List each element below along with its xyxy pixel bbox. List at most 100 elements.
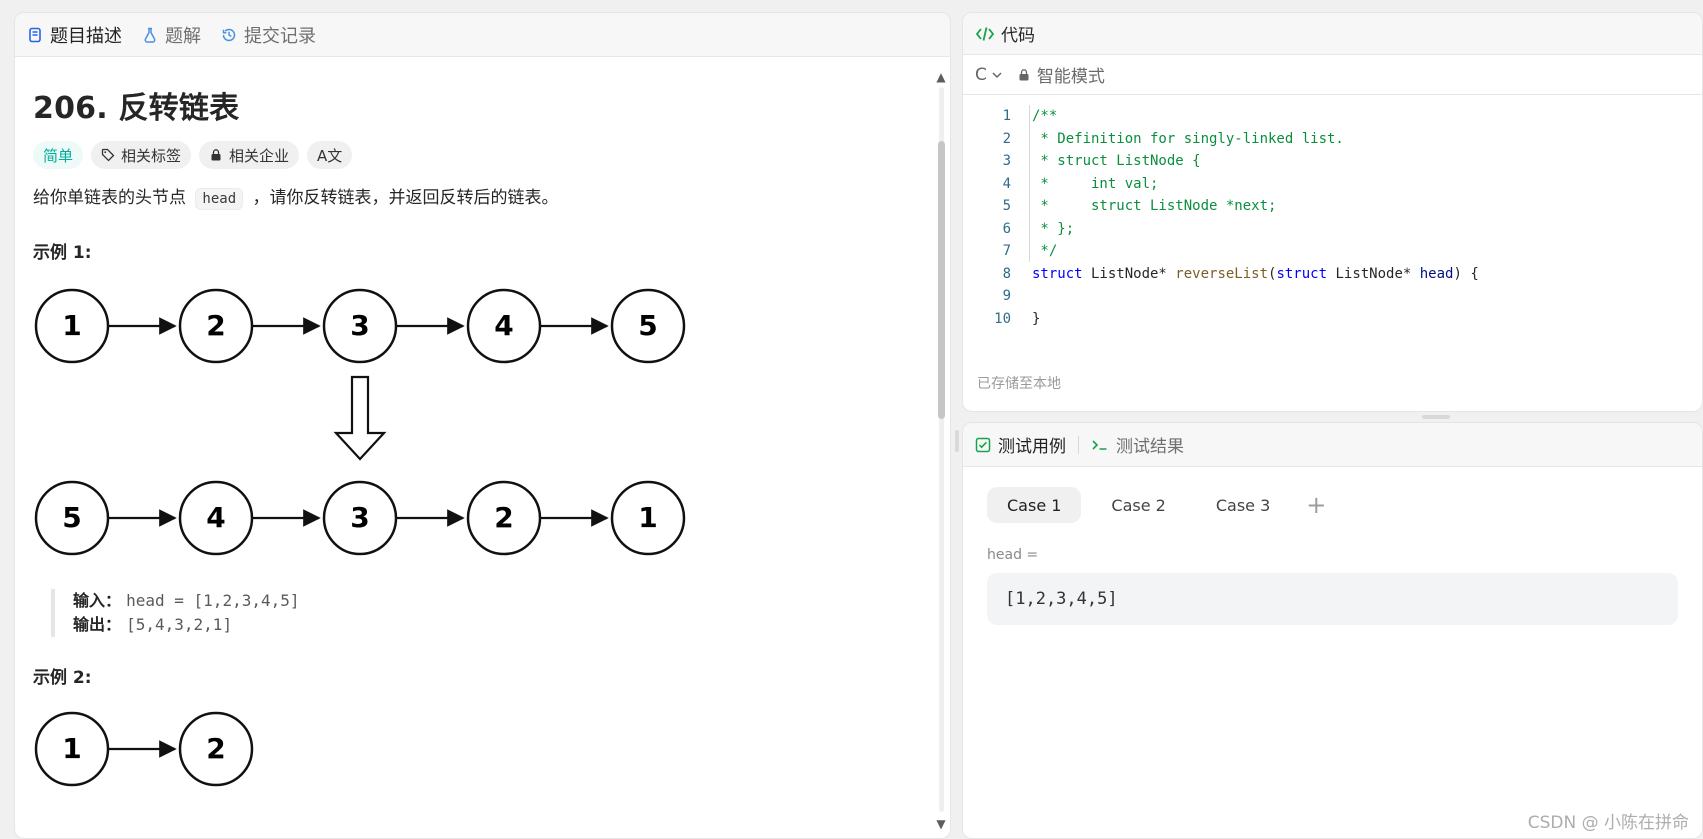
terminal-icon [1091,437,1109,453]
diagram-node-label: 2 [206,732,225,765]
problem-title: 206. 反转链表 [33,91,240,126]
scroll-up-icon[interactable]: ▲ [936,70,946,84]
problem-description: 给你单链表的头节点 head ，请你反转链表，并返回反转后的链表。 [33,185,932,212]
tab-description-label: 题目描述 [50,25,122,47]
diagram-bottom-row: 5 4 3 2 1 [34,480,686,556]
diagram-node-label: 2 [494,501,513,534]
code-line: * struct ListNode { [1032,153,1201,169]
param-value: [1,2,3,4,5] [1005,589,1118,609]
line-number: 10 [994,310,1011,327]
case-tab-2[interactable]: Case 2 [1091,487,1185,523]
example-1-diagram: 1 2 3 4 5 5 [34,288,686,556]
diagram-node-label: 1 [62,732,81,765]
code-lines: /** * Definition for singly-linked list.… [1032,105,1702,330]
scroll-down-icon[interactable]: ▼ [936,817,946,831]
difficulty-label: 简单 [43,146,74,165]
tests-header: 测试用例 测试结果 [963,423,1702,467]
diagram-node-label: 1 [62,309,81,342]
case-tab-label: Case 3 [1215,495,1271,515]
scroll-track[interactable] [939,87,944,812]
tab-submissions-label: 提交记录 [244,25,316,47]
code-line: /** [1032,108,1058,124]
input-value: head = [1,2,3,4,5] [126,591,300,611]
difficulty-chip[interactable]: 简单 [33,141,84,169]
problem-scrollbar[interactable]: ▲ ▼ [932,57,950,838]
param-input[interactable]: [1,2,3,4,5] [987,573,1678,625]
tab-test-results[interactable]: 测试结果 [1091,432,1184,457]
document-icon [27,27,43,43]
description-suffix: ，请你反转链表，并返回反转后的链表。 [252,188,559,208]
diagram-node-label: 1 [638,501,657,534]
diagram-node-label: 5 [638,309,657,342]
translate-chip[interactable]: A文 [307,141,353,169]
diagram-top-row: 1 2 3 4 5 [34,288,686,364]
code-panel: 代码 C 智能模式 1 2 3 4 5 6 [962,12,1703,412]
line-number-gutter: 1 2 3 4 5 6 7 8 9 10 [963,105,1011,330]
tab-description[interactable]: 题目描述 [27,22,122,48]
description-inline-code: head [195,188,244,210]
case-tab-1[interactable]: Case 1 [987,487,1082,523]
line-number: 4 [1002,175,1011,192]
code-line: */ [1032,243,1058,259]
output-value: [5,4,3,2,1] [126,615,233,635]
code-line: struct ListNode* reverseList(struct List… [1032,265,1479,282]
tab-solutions-label: 题解 [165,25,201,47]
indent-guide [1029,105,1041,262]
line-number: 6 [1002,220,1011,237]
line-number: 2 [1002,130,1011,147]
diagram-node [610,480,686,556]
code-icon [975,26,995,42]
scroll-thumb[interactable] [938,141,945,419]
description-prefix: 给你单链表的头节点 [33,188,186,208]
tag-icon [101,148,115,162]
example-1-title: 示例 1: [33,243,92,264]
language-select[interactable]: C [975,65,1003,85]
code-line: * struct ListNode *next; [1032,198,1277,214]
tab-test-cases[interactable]: 测试用例 [975,432,1066,457]
example-2-title: 示例 2: [33,668,92,689]
flask-icon [142,27,158,43]
diagram-node-label: 3 [350,501,369,534]
line-number: 8 [1002,265,1011,282]
smart-mode-toggle[interactable]: 智能模式 [1017,62,1105,87]
chevron-down-icon [991,69,1003,81]
tests-panel: 测试用例 测试结果 Case 1 Case 2 Case 3 [962,422,1703,839]
code-line: * int val; [1032,175,1159,192]
case-tab-3[interactable]: Case 3 [1196,487,1290,523]
diagram-node-label: 3 [350,309,369,342]
line-number: 5 [1002,198,1011,214]
test-results-label: 测试结果 [1116,437,1184,457]
param-label: head = [987,547,1039,563]
vertical-splitter[interactable] [955,430,959,452]
line-number: 1 [1002,108,1011,124]
lock-icon [1017,68,1031,82]
language-value: C [975,64,987,85]
code-line: * Definition for singly-linked list. [1032,130,1344,147]
tags-label: 相关标签 [121,146,182,165]
saved-status: 已存储至本地 [977,376,1061,392]
output-label: 输出： [73,615,122,635]
code-header: 代码 [963,13,1702,55]
case-tab-label: Case 1 [1007,495,1062,515]
code-editor[interactable]: 1 2 3 4 5 6 7 8 9 10 /** * Definition fo… [963,95,1702,359]
code-line: } [1032,310,1041,327]
problem-chips: 简单 相关标签 相关企业 A文 [33,141,932,169]
tab-submissions[interactable]: 提交记录 [221,22,316,48]
example-2-diagram: 1 2 [34,711,254,787]
add-case-button[interactable]: + [1306,491,1327,519]
code-title: 代码 [1001,26,1035,46]
problem-content: 206. 反转链表 简单 相关标签 相关企业 [15,57,950,838]
diagram-down-arrow [333,376,387,461]
checkbox-icon [975,437,991,453]
tab-solutions[interactable]: 题解 [142,22,201,48]
companies-chip[interactable]: 相关企业 [199,141,300,169]
tags-chip[interactable]: 相关标签 [91,141,192,169]
test-cases-label: 测试用例 [998,437,1066,457]
code-toolbar: C 智能模式 [963,55,1702,95]
diagram-node-label: 2 [206,309,225,342]
smart-mode-label: 智能模式 [1036,67,1105,87]
translate-label: A文 [317,146,343,165]
example-1-input-row: 输入： head = [1,2,3,4,5] [73,589,932,613]
horizontal-splitter[interactable] [1422,415,1450,419]
